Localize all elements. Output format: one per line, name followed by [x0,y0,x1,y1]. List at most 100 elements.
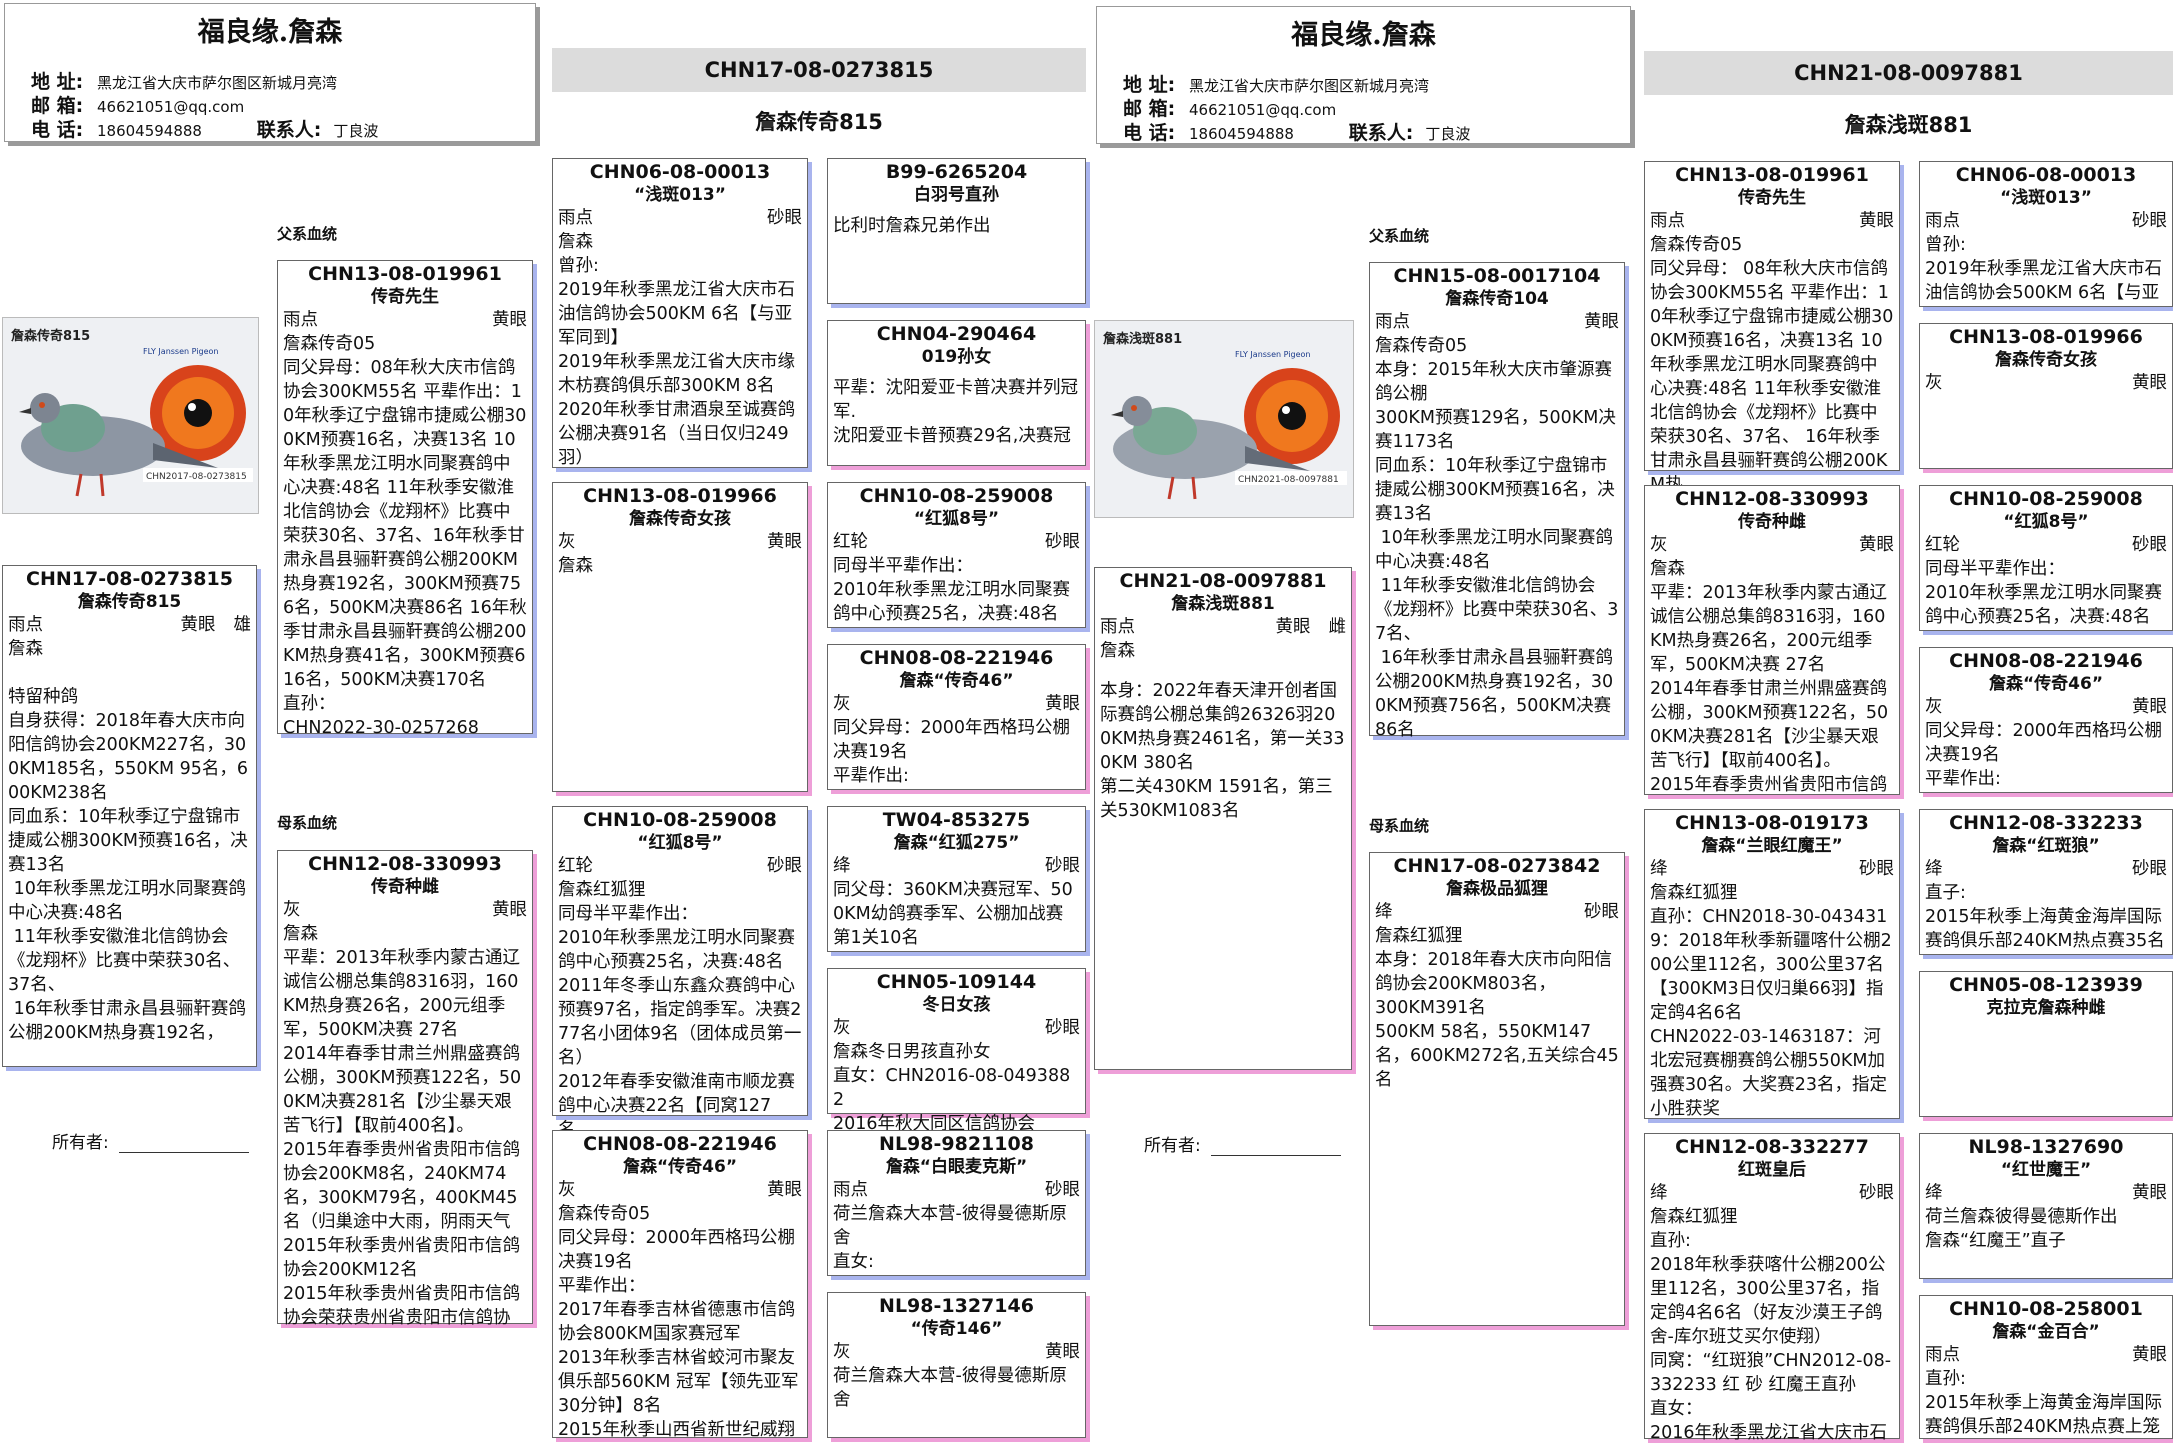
owner-label: 所有者: [1144,1136,1201,1156]
plumage-color: 灰 [558,532,576,552]
bird-notes: 詹森 [558,556,593,576]
bird-attributes: 灰黄眼 [283,898,527,922]
eye-sign: 砂眼 [1584,902,1619,922]
sire-lineage-label: 父系血统 [1369,227,1430,245]
plumage-color: 红轮 [1925,535,1960,555]
owner-field: 所有者: [1144,1131,1341,1156]
eye-sign: 黄眼 [1859,211,1894,231]
strain: 詹森 [1100,641,1135,661]
dds-card: NL98-9821108 詹森“白眼麦克斯” 雨点砂眼 荷兰詹森大本营-彼得曼德… [827,1130,1086,1276]
bird-notes: 曾孙: 2019年秋季黑龙江省大庆市石油信鸽协会500KM 6名【与亚 [1925,235,2163,303]
eye-sign: 砂眼 [1859,1183,1894,1203]
eye-sign: 黄眼 [1275,617,1311,637]
bird-notes: 比利时詹森兄弟作出 [833,216,991,236]
ring-number: CHN05-109144 [876,971,1037,993]
bird-attributes: 绛黄眼 [1925,1181,2167,1205]
plumage-color: 绛 [1925,859,1943,879]
email-value: 46621051@qq.com [1189,101,1337,119]
ring-number: CHN12-08-332277 [1675,1136,1869,1158]
bird-attributes: 雨点砂眼 [558,206,802,230]
ring-number: CHN12-08-330993 [1675,488,1869,510]
dsd-card: CHN05-109144 冬日女孩 灰砂眼 詹森冬日男孩直孙女 直女：CHN20… [827,968,1086,1134]
bird-name: 詹森“金百合” [1992,1322,2100,1342]
bird-name: “传奇146” [910,1319,1003,1339]
bird-attributes: 绛砂眼 [1925,857,2167,881]
bird-name: 传奇种雌 [1738,512,1806,532]
sire-sire-card: CHN06-08-00013 “浅斑013” 雨点砂眼 詹森 曾孙: 2019年… [552,158,808,468]
plumage-color: 雨点 [1925,211,1960,231]
pedigree-sheet-1: 福良缘.詹森 地 址:黑龙江省大庆市萨尔图区新城月亮湾 邮 箱:46621051… [2,3,1086,1440]
sdd-card: CHN08-08-221946 詹森“传奇46” 灰黄眼 同父异母：2000年西… [1919,647,2173,793]
dds-card: NL98-1327690 “红世魔王” 绛黄眼 荷兰詹森彼得曼德斯作出 詹森“红… [1919,1133,2173,1279]
bird-name: 冬日女孩 [922,995,991,1015]
bird-name: 传奇先生 [371,287,439,307]
bird-attributes: 红轮 砂眼 [1925,533,2167,557]
bird-notes: 詹森红狐狸 直孙：CHN2018-30-0434319：2018年秋季新疆喀什公… [1650,883,1892,1119]
bird-attributes: 绛砂眼 [1650,857,1894,881]
eye-sign: 砂眼 [2132,535,2167,555]
ring-number: CHN06-08-00013 [589,161,771,183]
bird-name: 詹森“传奇46” [622,1157,737,1177]
dam-lineage-label: 母系血统 [1369,817,1430,835]
bird-notes: 詹森 曾孙: 2019年秋季黑龙江省大庆市石油信鸽协会500KM 6名【与亚军同… [558,232,796,468]
bird-notes: 詹森红狐狸 同母半平辈作出： 2010年秋季黑龙江明水同聚赛鸽中心预赛25名，决… [558,880,802,1140]
bird-attributes: 雨点砂眼 [833,1178,1080,1202]
bird-notes: 詹森传奇05 本身：2015年秋大庆市肇源赛鸽公棚 300KM预赛129名，50… [1375,336,1619,740]
bird-notes: 詹森传奇05 同父异母：08年秋大庆市信鸽协会300KM55名 平辈作出：10年… [283,334,527,738]
eye-sign: 黄眼 [1859,535,1894,555]
plumage-color: 灰 [1650,535,1668,555]
bird-notes: 同母半平辈作出： 2010年秋季黑龙江明水同聚赛鸽中心预赛25名，决赛:48名 [833,556,1071,624]
email-row: 邮 箱:46621051@qq.com [1123,94,1336,121]
bird-name-title: 詹森浅斑881 [1844,113,1973,137]
bird-name: 詹森传奇815 [77,592,182,612]
strain: 詹森 [8,639,43,659]
plumage-color: 红轮 [833,532,868,552]
pigeon-photo: 詹森浅斑881 FLY Janssen Pigeon CHN2021-08-00… [1094,320,1354,518]
bird-notes: 平辈：沈阳爱亚卡普决赛并列冠军. 沈阳爱亚卡普预赛29名,决赛冠 [833,378,1078,446]
bird-notes: 詹森冬日男孩直孙女 直女：CHN2016-08-0493882 2016年秋大同… [833,1042,1071,1134]
dam-sire-card: CHN10-08-259008 “红狐8号” 红轮砂眼 詹森红狐狸 同母半平辈作… [552,806,808,1140]
bird-attributes: 红轮砂眼 [833,530,1080,554]
plumage-color: 雨点 [1375,312,1410,332]
sex: 雄 [233,615,252,635]
bird-attributes: 雨点 黄眼雌 [1100,615,1346,639]
bird-notes: 荷兰詹森大本营-彼得曼德斯原舍 [833,1366,1067,1410]
bird-name: 克拉克詹森种雌 [1986,998,2106,1018]
bird-attributes: 雨点砂眼 [1925,209,2167,233]
bird-notes: 詹森红狐狸 直孙: 2018年秋季获喀什公棚200公里112名，300公里37名… [1650,1207,1892,1443]
photo-title: 詹森浅斑881 [1103,331,1182,347]
owner-label: 所有者: [52,1133,109,1153]
plumage-color: 灰 [833,694,851,714]
sire-dam-card: CHN13-08-019966 詹森传奇女孩 灰黄眼 詹森 [552,482,808,792]
dam-lineage-label: 母系血统 [277,814,338,832]
dam-sire-card: CHN13-08-019173 詹森“兰眼红魔王” 绛砂眼 詹森红狐狸 直孙：C… [1644,809,1900,1119]
bird-attributes: 灰砂眼 [833,1016,1080,1040]
sire-card: CHN15-08-0017104 詹森传奇104 雨点黄眼 詹森传奇05 本身：… [1369,262,1625,740]
bird-notes: 本身：2022年春天津开创者国际赛鸽公棚总集鸽26326羽200KM热身赛246… [1100,681,1345,821]
email-row: 邮 箱:46621051@qq.com [31,91,244,118]
bird-notes: 荷兰詹森大本营-彼得曼德斯原舍 直女: [833,1204,1067,1272]
ssd-card: CHN04-290464 019孙女 平辈：沈阳爱亚卡普决赛并列冠军. 沈阳爱亚… [827,320,1086,466]
sire-card: CHN13-08-019961 传奇先生 雨点黄眼 詹森传奇05 同父异母：08… [277,260,533,738]
plumage-color: 雨点 [8,615,43,635]
bird-attributes: 雨点黄眼 [283,308,527,332]
bird-attributes: 雨点黄眼 [1375,310,1619,334]
bird-attributes: 绛砂眼 [1650,1181,1894,1205]
ring-number: CHN13-08-019966 [1949,326,2143,348]
eye-sign: 黄眼 [1045,694,1080,714]
plumage-color: 灰 [283,900,301,920]
bird-name: 詹森极品狐狸 [1446,879,1548,899]
address-row: 地 址:黑龙江省大庆市萨尔图区新城月亮湾 [31,67,337,94]
ring-number: CHN04-290464 [876,323,1037,345]
ring-number: CHN10-08-259008 [583,809,777,831]
ddd-card: NL98-1327146 “传奇146” 灰黄眼 荷兰詹森大本营-彼得曼德斯原舍 [827,1292,1086,1438]
eye-sign: 黄眼 [767,532,802,552]
bird-name: 詹森“白眼麦克斯” [885,1157,1028,1177]
ring-number: CHN08-08-221946 [859,647,1054,669]
pigeon-image: 詹森传奇815 FLY Janssen Pigeon CHN2017-08-02… [3,318,258,513]
bird-name: “红世魔王” [2000,1160,2092,1180]
bird-attributes: 灰黄眼 [1925,695,2167,719]
bird-name: 詹森“传奇46” [899,671,1014,691]
bird-notes: 詹森传奇05 同父异母：2000年西格玛公棚决赛19名 平辈作出： 2017年春… [558,1204,799,1440]
bird-name: 詹森传奇女孩 [629,509,731,529]
